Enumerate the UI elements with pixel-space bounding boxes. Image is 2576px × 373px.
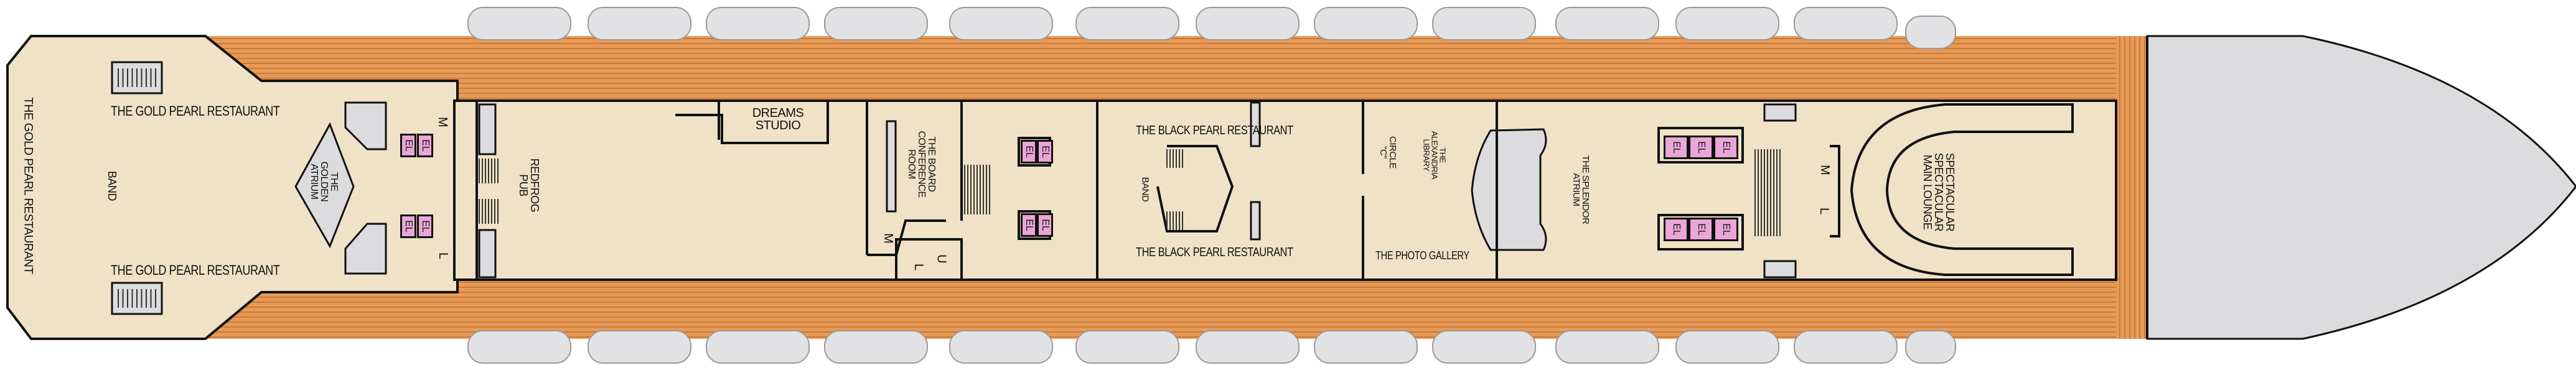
lifeboat: [1075, 7, 1179, 40]
gold-pearl-restaurant-label-bottom: THE GOLD PEARL RESTAURANT: [111, 262, 280, 278]
lifeboat: [1432, 7, 1536, 40]
promenade-deck-port: [205, 36, 2147, 101]
elevator: EL: [1713, 136, 1738, 159]
lifeboat: [1314, 330, 1418, 364]
gold-pearl-restaurant-label-top: THE GOLD PEARL RESTAURANT: [111, 103, 280, 119]
unisex-restroom-label: U: [934, 254, 948, 264]
spectacular-main-lounge-label: SPECTACULAR SPECTACULAR MAIN LOUNGE: [1921, 152, 1956, 232]
lounge-seating-ring: [1850, 103, 2074, 276]
golden-atrium-label: THE GOLDEN ATRIUM: [309, 161, 339, 202]
lifeboat: [706, 330, 810, 364]
lifeboat: [467, 330, 571, 364]
lifeboat: [588, 330, 691, 364]
promenade-deck-starboard: [205, 280, 2147, 339]
elevator: EL: [417, 134, 433, 157]
lifeboat: [467, 7, 571, 40]
ladies-restroom-label: L: [1817, 207, 1832, 215]
lifeboat: [824, 7, 928, 40]
elevator: EL: [400, 134, 416, 157]
dreams-studio-label: DREAMS STUDIO: [752, 106, 804, 132]
stairways: [118, 68, 1781, 308]
lifeboat: [949, 7, 1053, 40]
black-pearl-restaurant-label-top: THE BLACK PEARL RESTAURANT: [1136, 124, 1293, 137]
lifeboat: [1555, 7, 1659, 40]
elevator: EL: [1021, 213, 1037, 237]
redfrog-pub-label: REDFROG PUB: [517, 158, 541, 213]
photo-gallery-label: THE PHOTO GALLERY: [1375, 249, 1469, 262]
elevator: EL: [1713, 218, 1738, 241]
lifeboat: [824, 330, 928, 364]
elevator: EL: [1037, 213, 1053, 237]
circle-c-label: CIRCLE "C": [1378, 136, 1398, 168]
lifeboat: [1075, 330, 1179, 364]
alexandria-library-label: THE ALEXANDRIA LIBRARY: [1421, 131, 1448, 180]
splendor-atrium-label: THE SPLENDOR ATRIUM: [1571, 155, 1591, 224]
bow-area: [2146, 35, 2576, 340]
ladies-restroom-label: L: [912, 263, 926, 271]
lifeboat: [706, 7, 810, 40]
mens-restroom-label: M: [435, 117, 449, 127]
lifeboat: [1196, 330, 1300, 364]
black-pearl-restaurant-label-bottom: THE BLACK PEARL RESTAURANT: [1136, 246, 1293, 259]
lifeboat: [949, 330, 1053, 364]
ladies-restroom-label: L: [436, 252, 451, 260]
elevator: EL: [417, 214, 433, 238]
lifeboat: [1314, 7, 1418, 40]
mens-restroom-label: M: [881, 233, 895, 244]
stern-restaurant-area: [6, 35, 459, 340]
mens-restroom-label: M: [1817, 165, 1832, 175]
elevator: EL: [400, 214, 416, 238]
lifeboat: [1794, 330, 1898, 364]
lifeboat: [1905, 16, 1956, 49]
band-stage-label-stern: BAND: [106, 170, 118, 201]
elevator: EL: [1688, 136, 1713, 159]
elevator: EL: [1664, 136, 1688, 159]
lifeboat: [1555, 330, 1659, 364]
elevator: EL: [1037, 140, 1053, 163]
lifeboat: [1905, 330, 1956, 364]
lifeboat: [1432, 330, 1536, 364]
elevator: EL: [1664, 218, 1688, 241]
lifeboat: [588, 7, 691, 40]
lifeboat: [1675, 330, 1779, 364]
lifeboat: [1675, 7, 1779, 40]
gold-pearl-restaurant-label-side: THE GOLD PEARL RESTAURANT: [21, 97, 35, 274]
lifeboat: [1196, 7, 1300, 40]
conference-room-label: THE BOARD CONFERENCE ROOM: [906, 131, 937, 198]
band-stage-label-black-pearl: BAND: [1140, 177, 1151, 202]
lifeboat: [1794, 7, 1898, 40]
forward-deck-strip: [2116, 36, 2147, 339]
interior-walls: [475, 101, 1840, 280]
lifeboats: [467, 7, 1956, 364]
elevator: EL: [1688, 218, 1713, 241]
elevator: EL: [1021, 140, 1037, 163]
